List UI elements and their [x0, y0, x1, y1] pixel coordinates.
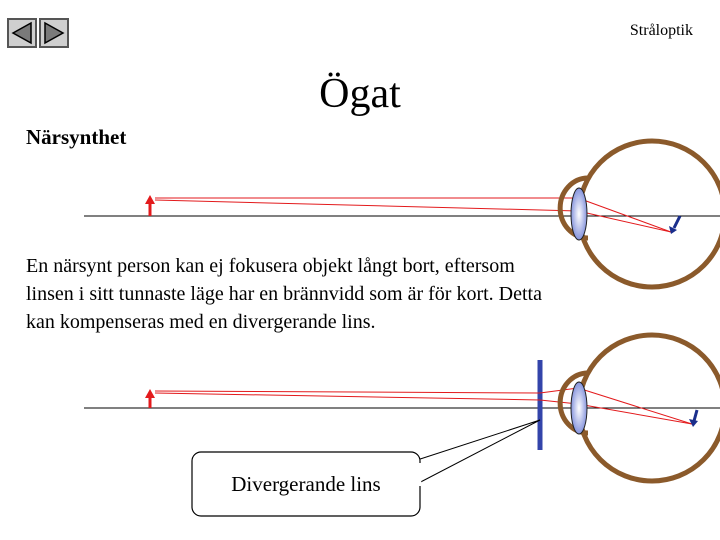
- header-title: Stråloptik: [629, 22, 693, 39]
- light-rays-bottom: [154, 387, 693, 425]
- section-heading: Närsynthet: [26, 125, 127, 149]
- navigation-buttons: [7, 18, 69, 48]
- callout-label: Divergerande lins: [231, 471, 381, 496]
- eye-bottom: [557, 332, 720, 484]
- light-rays-top: [154, 197, 672, 233]
- eye-lens-bottom: [570, 381, 588, 435]
- callout-box: [191, 419, 541, 517]
- object-arrow-bottom: [145, 389, 155, 408]
- right-arrow-icon: [44, 21, 65, 45]
- next-slide-button[interactable]: [39, 18, 69, 48]
- object-arrow-top: [145, 195, 155, 216]
- left-arrow-icon: [11, 21, 32, 45]
- page-title: Ögat: [319, 71, 401, 117]
- previous-slide-button[interactable]: [7, 18, 37, 48]
- image-arrow-top: [669, 215, 682, 234]
- body-text: En närsynt person kan ej fokusera objekt…: [26, 255, 542, 333]
- eye-lens-top: [570, 187, 588, 241]
- eye-top: [557, 138, 720, 290]
- image-arrow-bottom: [689, 409, 699, 427]
